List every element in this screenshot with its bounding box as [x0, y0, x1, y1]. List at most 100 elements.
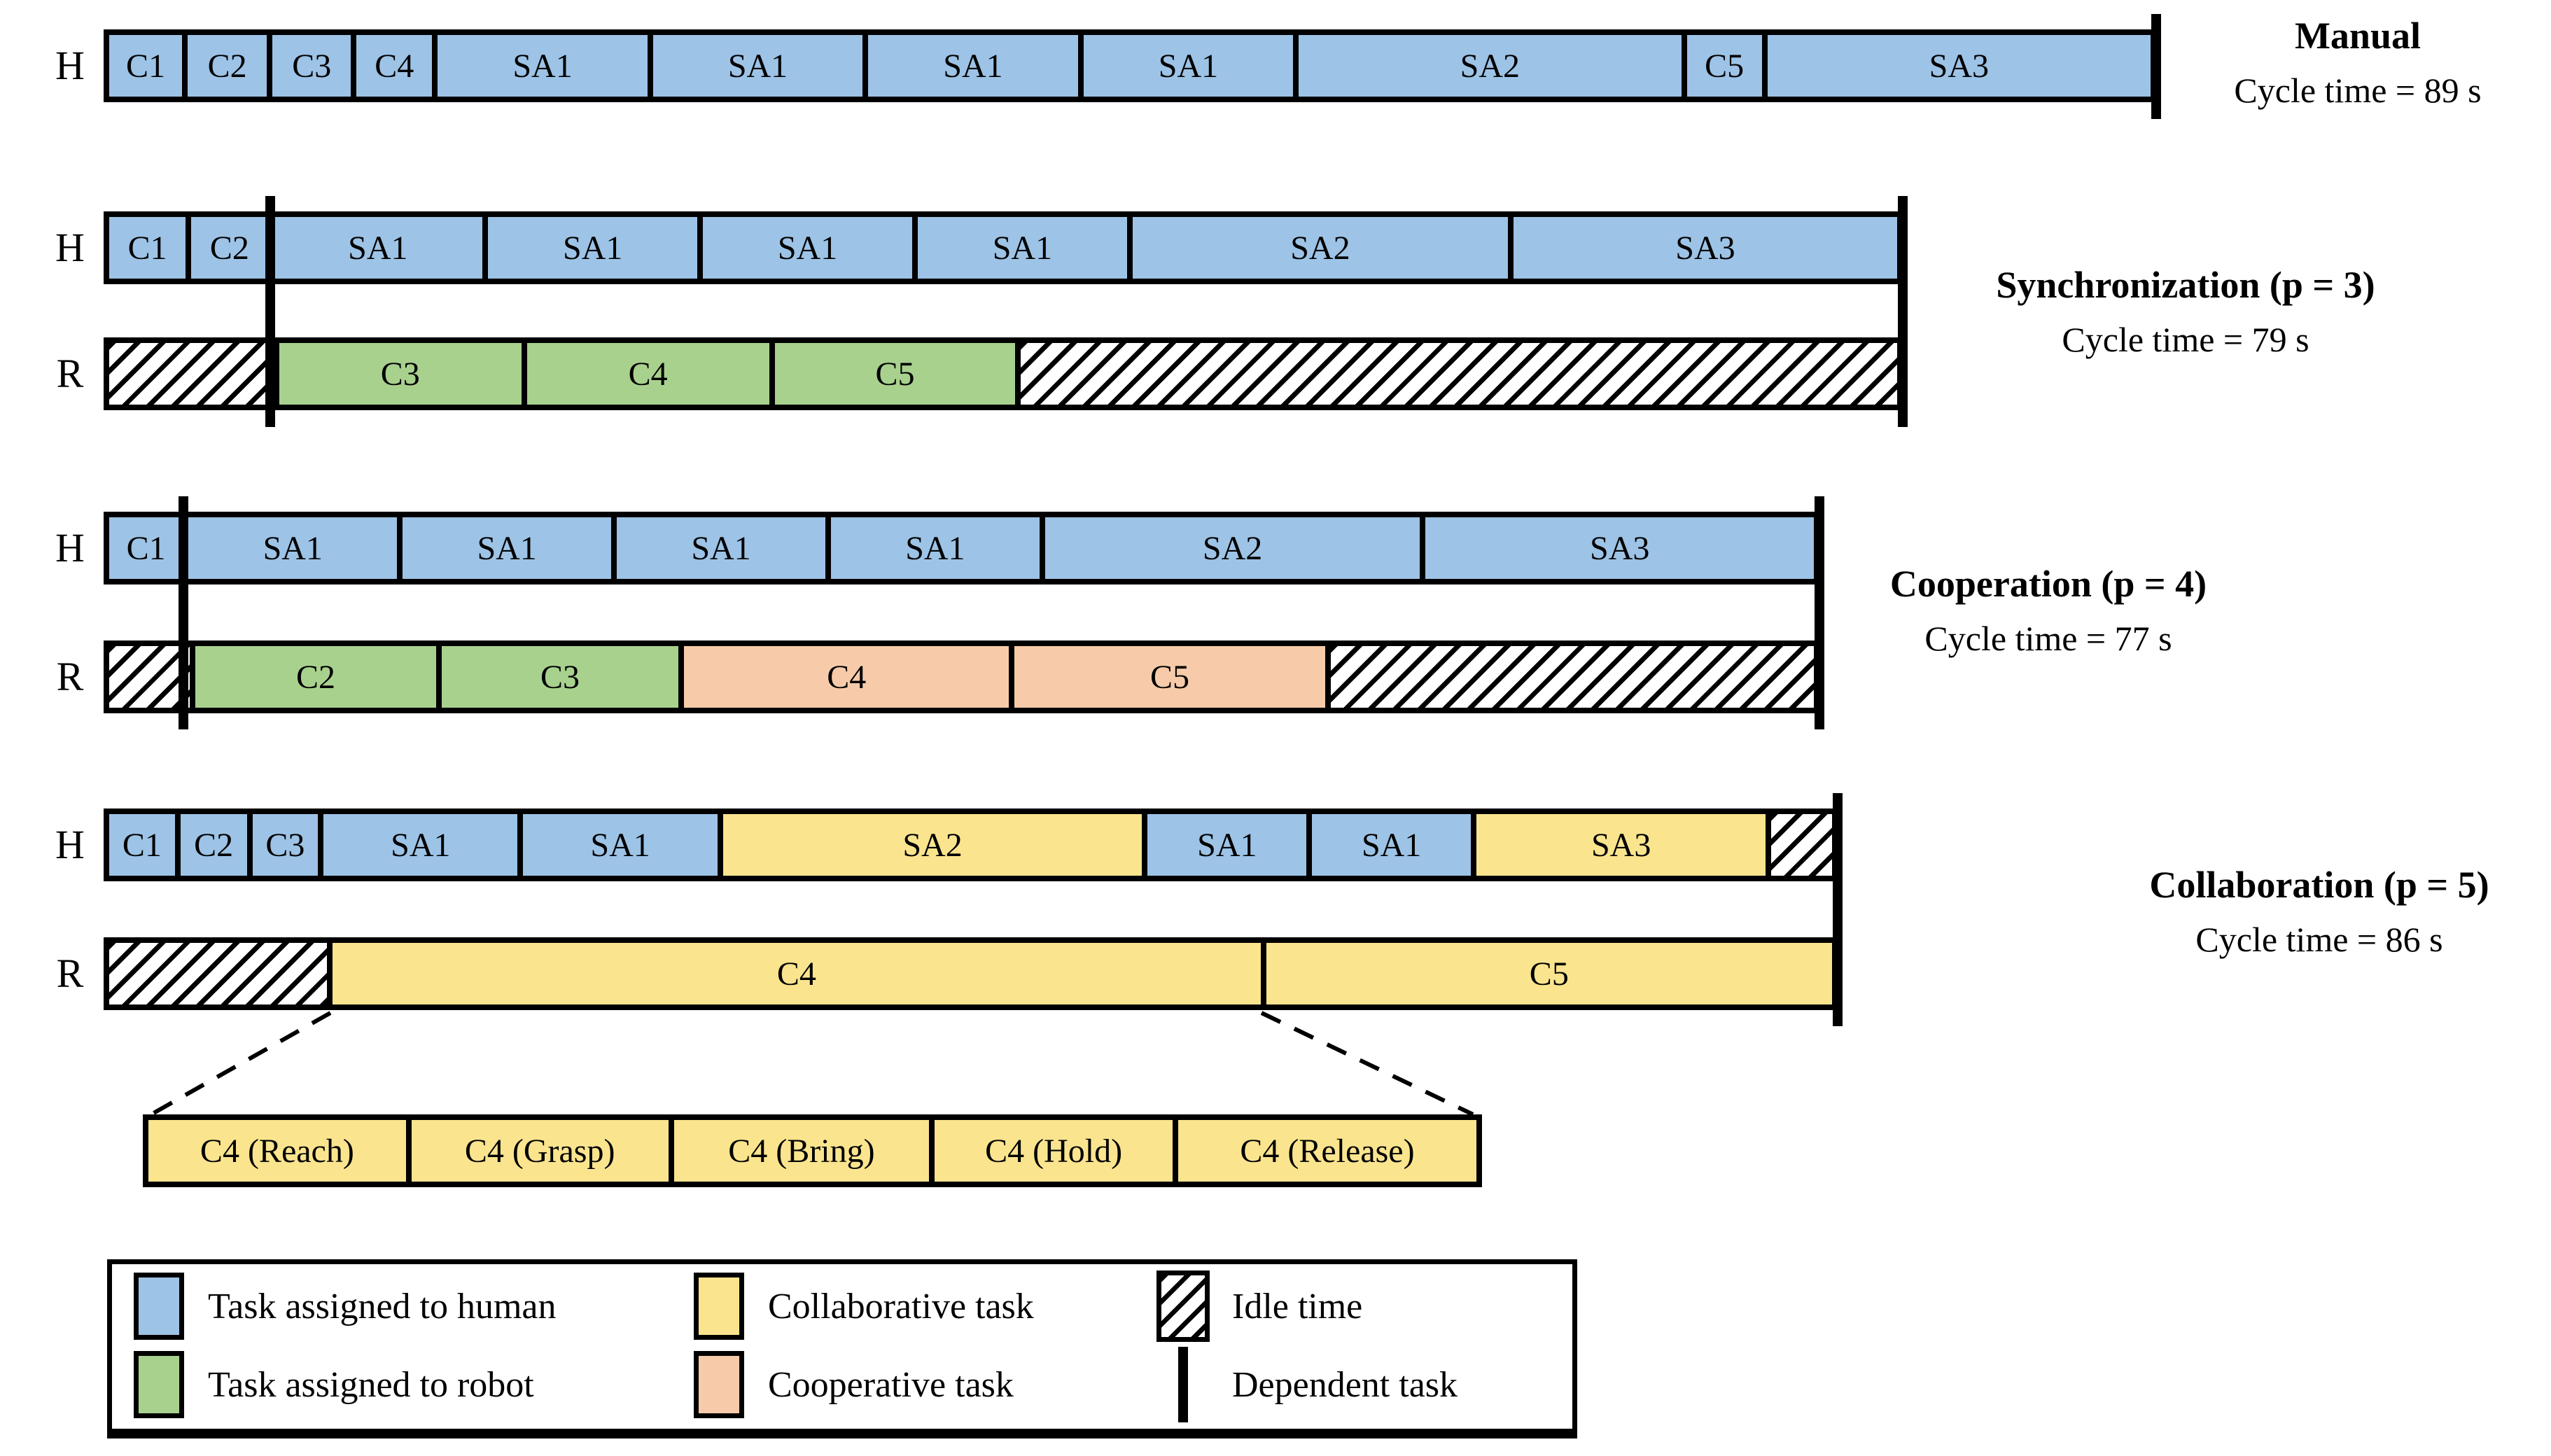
task-segment: C2 — [191, 217, 268, 279]
task-segment: SA2 — [1299, 35, 1682, 97]
legend-item-cooperative: Cooperative task — [690, 1351, 1154, 1418]
legend-item-dependent: Dependent task — [1154, 1347, 1572, 1422]
idle-time-swatch-icon — [1156, 1270, 1210, 1342]
task-segment: C4 — [526, 343, 769, 405]
task-segment: SA1 — [617, 517, 825, 579]
dependent-task-line — [1833, 793, 1843, 1026]
task-segment: C4 (Reach) — [148, 1120, 406, 1182]
task-segment: SA2 — [1044, 517, 1420, 579]
idle-segment — [109, 646, 190, 708]
task-segment: C1 — [109, 35, 183, 97]
caption-title: Manual — [2294, 15, 2421, 57]
idle-segment — [1021, 343, 1897, 405]
legend-item-idle: Idle time — [1154, 1270, 1572, 1342]
task-segment: C3 — [272, 35, 351, 97]
task-segment: SA1 — [1147, 814, 1307, 876]
task-segment: SA1 — [917, 217, 1127, 279]
caption-title: Collaboration (p = 5) — [2149, 864, 2489, 906]
task-segment: C5 — [1266, 943, 1832, 1004]
idle-segment — [109, 943, 328, 1004]
caption-cycle-time: Cycle time = 89 s — [2234, 71, 2482, 110]
dependent-task-line — [1815, 496, 1824, 729]
caption-title: Synchronization (p = 3) — [1996, 264, 2375, 306]
legend-label: Task assigned to robot — [208, 1364, 534, 1405]
task-segment: SA1 — [403, 517, 612, 579]
legend-item-robot: Task assigned to robot — [130, 1351, 690, 1418]
task-segment: C5 — [1014, 646, 1325, 708]
task-segment: SA1 — [1083, 35, 1294, 97]
row-label-r-collaboration: R — [56, 951, 84, 996]
task-segment: C1 — [109, 217, 186, 279]
task-segment: SA1 — [703, 217, 912, 279]
task-segment: SA1 — [1312, 814, 1472, 876]
task-segment: C5 — [1686, 35, 1762, 97]
caption-cycle-time: Cycle time = 79 s — [2062, 320, 2309, 359]
task-segment: SA1 — [273, 217, 483, 279]
legend-box: Task assigned to human Collaborative tas… — [107, 1259, 1577, 1438]
task-segment: C2 — [180, 814, 247, 876]
idle-segment — [109, 343, 274, 405]
bar-c4-breakdown: C4 (Reach)C4 (Grasp)C4 (Bring)C4 (Hold)C… — [143, 1114, 1482, 1187]
task-segment: C1 — [109, 814, 175, 876]
row-label-h-collaboration: H — [55, 822, 85, 867]
task-segment: SA3 — [1425, 517, 1815, 579]
dependent-task-line — [179, 496, 188, 729]
legend-label: Dependent task — [1232, 1364, 1458, 1405]
legend-label: Task assigned to human — [208, 1286, 557, 1326]
task-segment: SA3 — [1476, 814, 1766, 876]
task-segment: C1 — [109, 517, 183, 579]
task-segment: C4 — [684, 646, 1009, 708]
task-segment: C4 (Grasp) — [411, 1120, 669, 1182]
task-segment: C3 — [441, 646, 679, 708]
task-segment: SA2 — [1132, 217, 1508, 279]
task-segment: SA2 — [722, 814, 1142, 876]
dependent-task-line — [2151, 14, 2161, 119]
caption-cycle-time: Cycle time = 86 s — [2195, 920, 2443, 959]
task-segment: C3 — [252, 814, 319, 876]
legend-item-human: Task assigned to human — [130, 1273, 690, 1340]
group-caption-collaboration: Collaboration (p = 5) Cycle time = 86 s — [2149, 858, 2489, 967]
human-task-swatch-icon — [134, 1273, 184, 1340]
legend-label: Collaborative task — [768, 1286, 1034, 1326]
task-segment: SA1 — [652, 35, 863, 97]
task-segment: C5 — [774, 343, 1016, 405]
legend-label: Idle time — [1232, 1286, 1363, 1326]
task-segment: SA1 — [868, 35, 1078, 97]
task-segment: C2 — [188, 35, 267, 97]
task-segment: C4 (Hold) — [935, 1120, 1173, 1182]
task-segment: SA3 — [1767, 35, 2151, 97]
task-segment: SA1 — [523, 814, 718, 876]
row-label-h-synchronization: H — [55, 225, 85, 270]
row-label-h-manual: H — [55, 43, 85, 88]
dependent-task-bar-icon — [1178, 1347, 1188, 1422]
dependent-task-line — [265, 196, 275, 427]
robot-task-swatch-icon — [134, 1351, 184, 1418]
caption-cycle-time: Cycle time = 77 s — [1924, 619, 2172, 658]
task-segment: C4 (Release) — [1177, 1120, 1477, 1182]
task-segment: C4 — [356, 35, 433, 97]
legend-label: Cooperative task — [768, 1364, 1014, 1405]
task-segment: SA1 — [188, 517, 398, 579]
row-label-r-synchronization: R — [56, 351, 84, 396]
task-segment: C2 — [195, 646, 436, 708]
group-caption-synchronization: Synchronization (p = 3) Cycle time = 79 s — [1996, 258, 2375, 367]
group-caption-cooperation: Cooperation (p = 4)Cycle time = 77 s — [1890, 556, 2207, 666]
row-label-h-cooperation: H — [55, 525, 85, 570]
task-segment: C4 — [333, 943, 1261, 1004]
task-segment: SA1 — [830, 517, 1040, 579]
task-segment: SA1 — [488, 217, 698, 279]
row-label-r-cooperation: R — [56, 654, 84, 699]
task-segment: C4 (Bring) — [673, 1120, 930, 1182]
task-segment: SA1 — [323, 814, 518, 876]
collaborative-task-swatch-icon — [694, 1273, 744, 1340]
idle-segment — [1330, 646, 1814, 708]
task-segment: SA3 — [1513, 217, 1897, 279]
dependent-task-line — [1898, 196, 1908, 427]
